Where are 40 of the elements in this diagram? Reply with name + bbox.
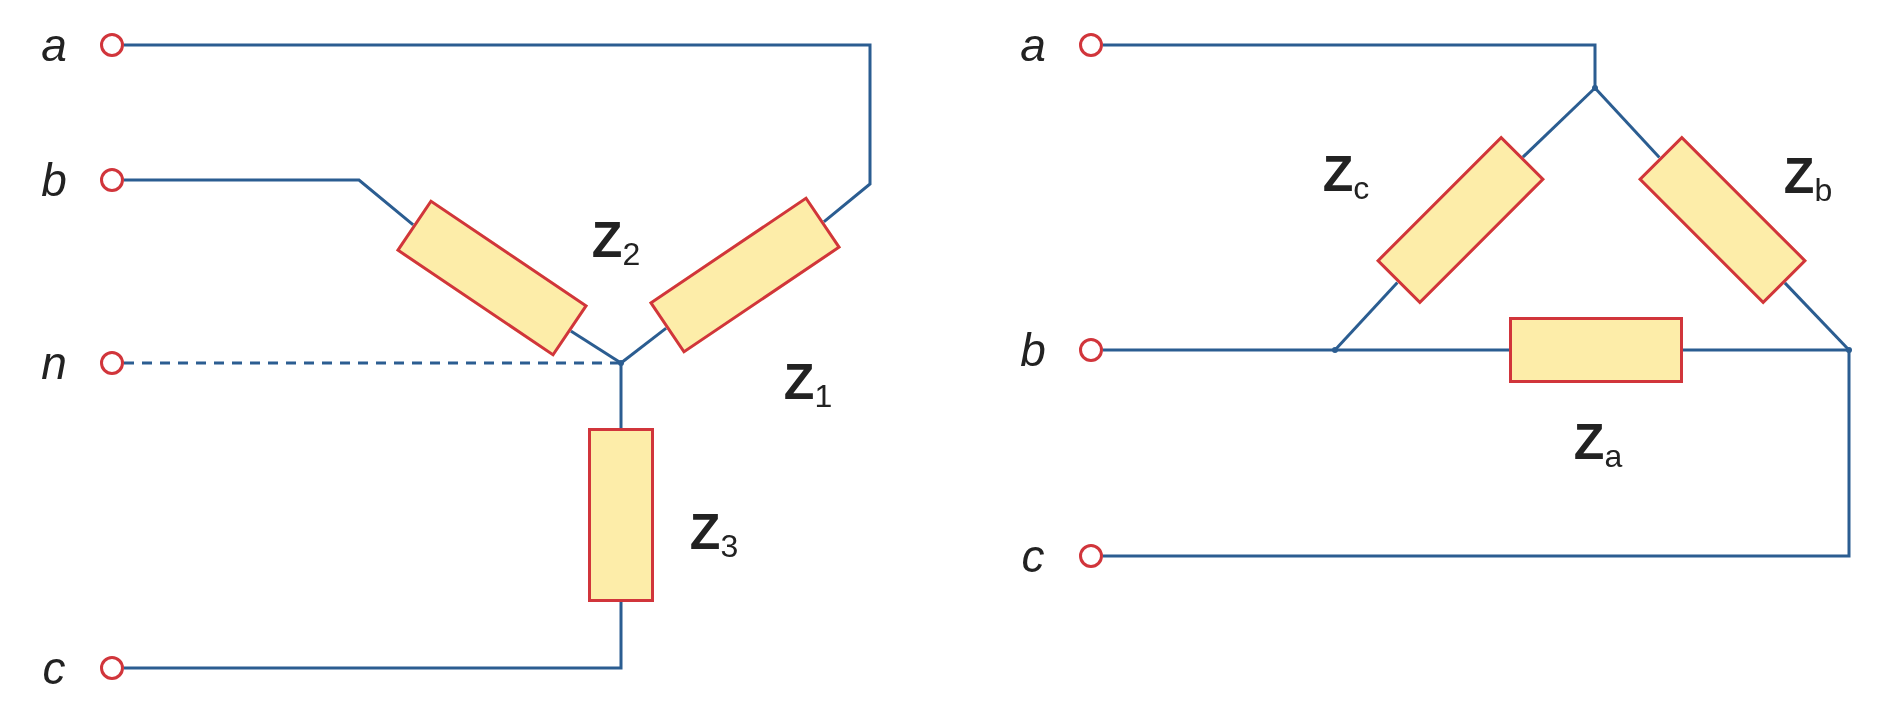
impedance-label: Z$_{a}$ [1573, 416, 1623, 472]
wire [124, 43, 872, 224]
wire [619, 363, 623, 428]
terminal-label: b [1020, 327, 1046, 373]
impedance-label: Z$_{2}$ [591, 214, 641, 270]
impedance-label: Z$_{1}$ [783, 356, 833, 412]
terminal-label: n [41, 340, 67, 386]
wire [620, 326, 668, 365]
wire [1593, 87, 1661, 159]
impedance-box [588, 428, 654, 602]
terminal-circle [1079, 338, 1103, 362]
junction-dot [1846, 347, 1852, 353]
wire [124, 178, 415, 227]
wire [1333, 281, 1399, 351]
wire [1783, 281, 1851, 352]
wire [124, 602, 623, 670]
terminal-circle [1079, 33, 1103, 57]
terminal-label: c [42, 645, 66, 691]
terminal-label: b [41, 157, 67, 203]
wire [1683, 348, 1849, 352]
wire [1335, 348, 1509, 352]
terminal-label: a [1020, 22, 1046, 68]
wire [1103, 350, 1851, 558]
wire [1103, 43, 1597, 88]
impedance-label: Z$_{c}$ [1322, 148, 1370, 204]
junction-dot [618, 360, 624, 366]
terminal-circle [1079, 544, 1103, 568]
terminal-circle [100, 168, 124, 192]
terminal-label: c [1021, 533, 1045, 579]
impedance-label: Z$_{b}$ [1783, 150, 1833, 206]
impedance-box [1509, 317, 1683, 383]
wire [1103, 348, 1335, 352]
junction-dot [1332, 347, 1338, 353]
terminal-circle [100, 656, 124, 680]
terminal-label: a [41, 22, 67, 68]
wire [124, 361, 621, 365]
impedance-label: Z$_{3}$ [689, 506, 739, 562]
terminal-circle [100, 33, 124, 57]
junction-dot [1592, 85, 1598, 91]
terminal-circle [100, 351, 124, 375]
